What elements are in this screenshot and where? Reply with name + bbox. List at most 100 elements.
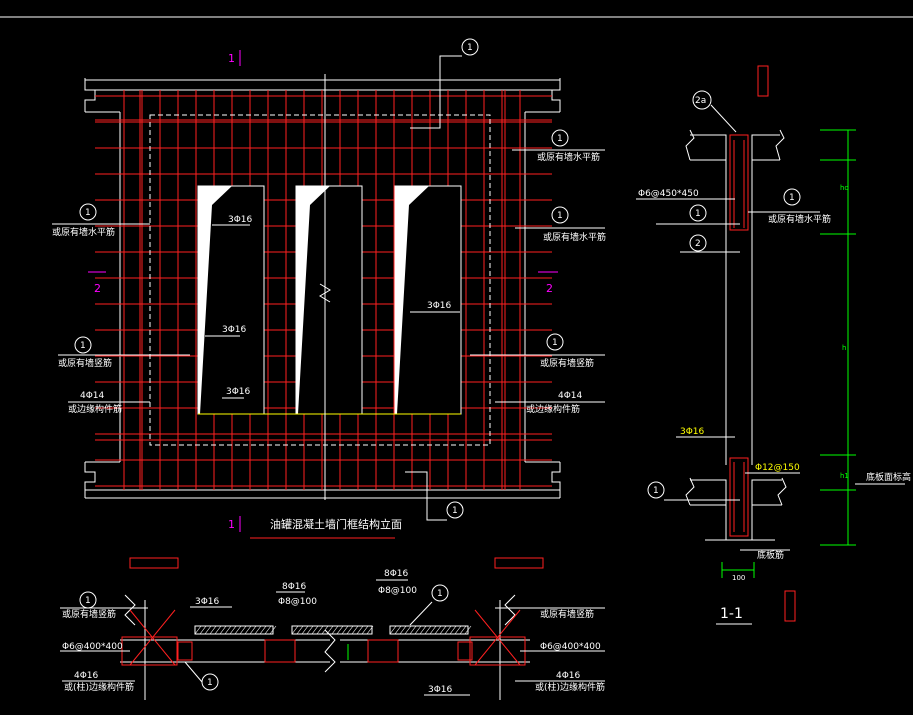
label-floor-level: 底板面标高: [866, 471, 911, 483]
hatch-line-4: [214, 625, 222, 635]
hatch-line-3: [209, 625, 217, 635]
section-mark-bottom: 1: [228, 518, 235, 531]
label-section-phi12: Φ12@150: [755, 463, 800, 473]
plan-sill-1: [194, 625, 274, 635]
hatch-line-44: [449, 625, 457, 635]
label-wall-horizontal-left: 或原有墙水平筋: [52, 226, 115, 238]
hatch-line-35: [404, 625, 412, 635]
label-wall-horizontal-right-1: 或原有墙水平筋: [537, 151, 600, 163]
elevation-title: 油罐混凝土墙门框结构立面: [270, 517, 402, 531]
hatch-line-33: [394, 625, 402, 635]
bubble-section-bottom-label: 1: [653, 486, 659, 496]
hatch-line-31: [366, 625, 374, 635]
plan-left-diagonal-2: [129, 609, 176, 666]
hatch-line-27: [346, 625, 354, 635]
hatch-line-32: [389, 625, 397, 635]
section-1-1-marker-top: [757, 65, 769, 97]
hatch-line-21: [316, 625, 324, 635]
opening-2-shade: [296, 186, 330, 414]
slab-top-left-break: [685, 129, 695, 161]
plan-leader-mid: [409, 601, 433, 626]
plan-right-diagonal-2: [474, 609, 521, 666]
bubble-bottom: [446, 501, 464, 519]
hatch-line-19: [306, 625, 314, 635]
hatch-line-47: [464, 625, 472, 635]
plan-pier-rebar-right: [457, 641, 473, 661]
hatch-line-22: [321, 625, 329, 635]
plan-label-wall-vertical-left: 或原有墙竖筋: [62, 608, 116, 620]
plan-label-stirrup-left: Φ6@400*400: [62, 642, 123, 652]
hatch-line-40: [429, 625, 437, 635]
opening-3-shade: [395, 186, 429, 414]
label-edge-bar-right-note: 或边缘构件筋: [526, 403, 580, 415]
hatch-line-46: [459, 625, 467, 635]
plan-label-8phi16-2: 8Φ16: [384, 569, 409, 579]
bottom-beam-rebar: [729, 457, 749, 537]
section-1-1-title: 1-1: [720, 606, 743, 622]
section-1-1-view: 2a Φ6@450*450 1 2 1: [636, 65, 911, 625]
bubble-2a-label: 2a: [695, 96, 706, 106]
label-edge-bar-right: 4Φ14: [558, 391, 583, 401]
wall-break-left-bottom: [84, 462, 96, 498]
section-1-1-marker-bottom: [784, 590, 796, 622]
slab-bottom-right-break: [777, 477, 787, 506]
hatch-line-2: [204, 625, 212, 635]
hatch-line-30: [361, 625, 369, 635]
plan-bubble-left-label: 1: [85, 596, 91, 606]
hatch-line-8: [234, 625, 242, 635]
bubble-right-1-label: 1: [557, 134, 563, 144]
hatch-line-38: [419, 625, 427, 635]
bubble-section-right-label: 1: [789, 193, 795, 203]
hatch-line-0: [194, 625, 202, 635]
hatch-line-37: [414, 625, 422, 635]
hatch-line-24: [331, 625, 339, 635]
section-mark-right: 2: [546, 282, 553, 295]
opening-zone-dashed: [149, 114, 491, 446]
bubble-top-label: 1: [467, 43, 473, 53]
hatch-line-26: [341, 625, 349, 635]
bubble-left-1: [79, 203, 97, 221]
plan-sill-hatch: [194, 625, 472, 635]
label-section-wall-horizontal: 或原有墙水平筋: [768, 213, 831, 225]
center-break-symbol: [319, 283, 331, 303]
plan-marker-left: [129, 557, 179, 569]
slab-top-right: [751, 134, 780, 161]
section-mark-left: 2: [94, 282, 101, 295]
plan-bubble-mid-label: 1: [437, 589, 443, 599]
bubble-bottom-label: 1: [452, 506, 458, 516]
bubble-section-1-label: 1: [695, 209, 701, 219]
plan-label-stirrup-mid-2: Φ8@100: [378, 586, 417, 596]
bubble-left-2-label: 1: [80, 341, 86, 351]
dim-h1: h1: [840, 472, 849, 480]
plan-marker-right: [494, 557, 544, 569]
top-beam-rebar: [729, 134, 749, 231]
wall-break-left-top: [84, 78, 96, 112]
dim-h: h: [842, 344, 846, 352]
hatch-line-20: [311, 625, 319, 635]
bubble-section-right: [783, 188, 801, 206]
dim-100: 100: [732, 574, 745, 582]
bubble-right-3-label: 1: [552, 338, 558, 348]
plan-label-8phi16-1: 8Φ16: [282, 582, 307, 592]
hatch-line-1: [199, 625, 207, 635]
plan-label-edge-left: 4Φ16: [74, 671, 99, 681]
slab-top-right-break: [775, 129, 785, 161]
hatch-line-39: [424, 625, 432, 635]
plan-section-view: 1 或原有墙竖筋 Φ6@400*400 4Φ16 或(柱)边缘构件筋 3Φ16 …: [60, 557, 605, 700]
hatch-line-7: [229, 625, 237, 635]
wall-break-right-top: [551, 78, 561, 112]
hatch-line-42: [439, 625, 447, 635]
label-3phi16-4: 3Φ16: [427, 301, 452, 311]
slab-top-left: [690, 134, 727, 161]
bubble-right-2-label: 1: [557, 211, 563, 221]
bubble-right-1: [551, 129, 569, 147]
slab-bottom-left: [690, 479, 727, 506]
dim-ho: ho: [840, 184, 849, 192]
label-stirrup-section: Φ6@450*450: [638, 189, 699, 199]
label-wall-vertical-right: 或原有墙竖筋: [540, 357, 594, 369]
plan-leader-bottom: [184, 661, 203, 683]
leader-2a: [710, 104, 737, 133]
leader-bottom: [405, 471, 447, 521]
hatch-line-11: [249, 625, 257, 635]
plan-bubble-mid: [431, 584, 449, 602]
